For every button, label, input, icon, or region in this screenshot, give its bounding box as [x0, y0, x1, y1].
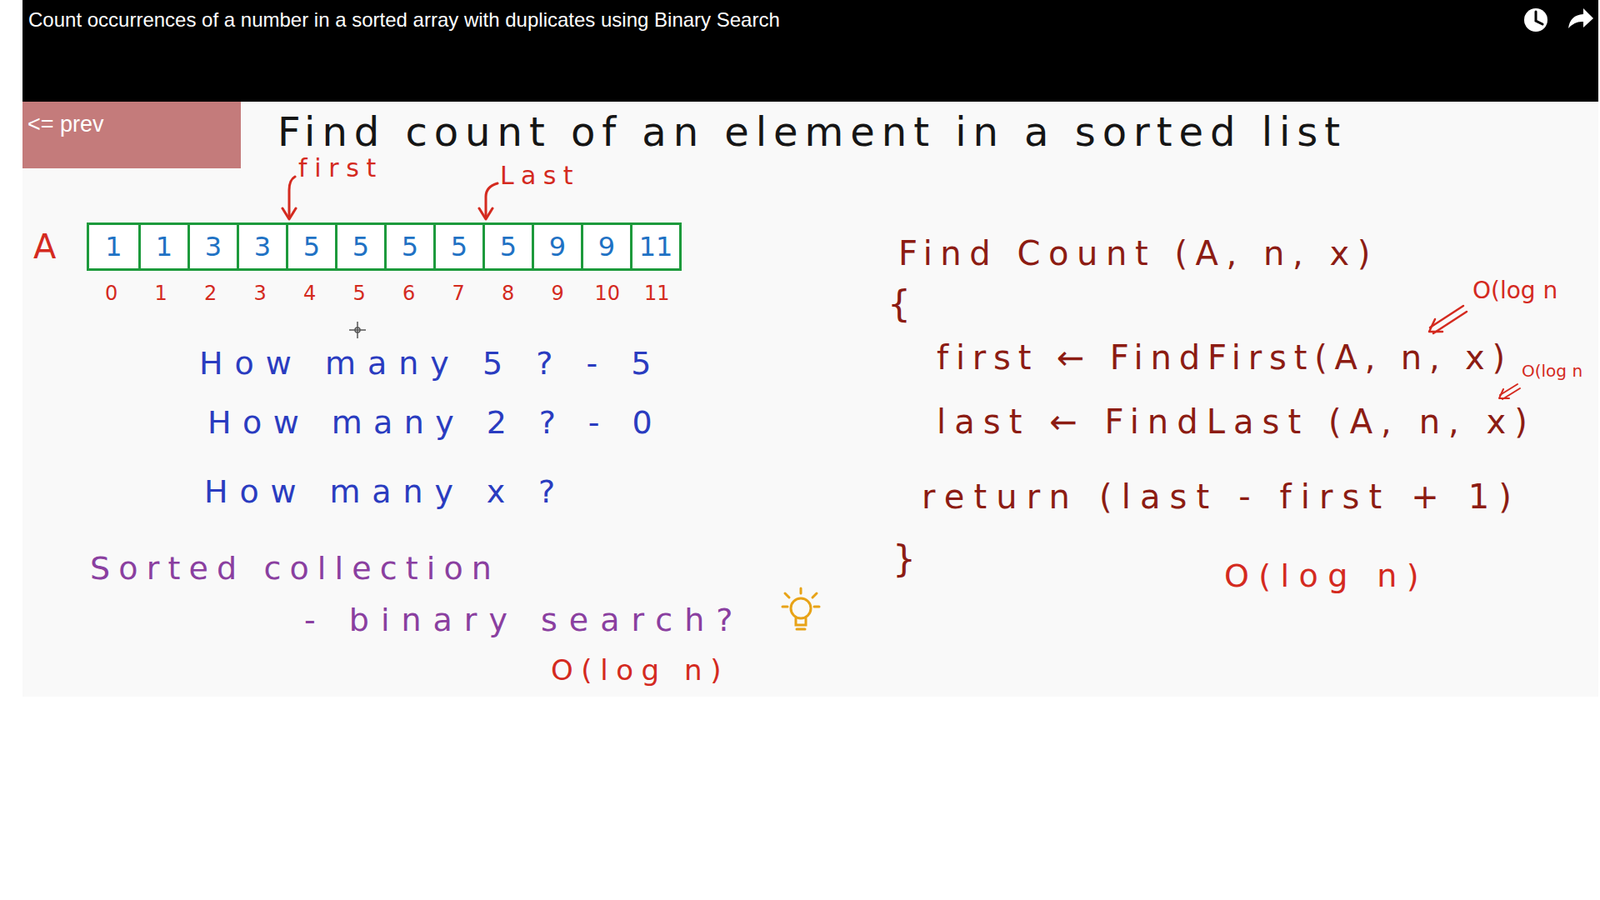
array-box: A1133555559911	[86, 222, 682, 271]
prev-button: <= prev	[22, 101, 241, 169]
cell-value: 5	[303, 230, 320, 263]
share-icon	[1568, 8, 1594, 29]
code-brace: {	[887, 283, 911, 326]
note-text: - binary search?	[304, 602, 745, 640]
array-cell: 1	[89, 225, 139, 269]
array-name: A	[33, 227, 56, 266]
array-cell: 3	[236, 225, 286, 269]
array-cell: 5	[482, 225, 532, 269]
code-line: last ← FindLast (A, n, x)	[936, 402, 1536, 441]
array-cell: 5	[433, 225, 483, 269]
index-number: 3	[254, 282, 267, 306]
cell-value: 5	[352, 230, 370, 263]
video-title: Count occurrences of a number in a sorte…	[28, 8, 780, 32]
index-number: 2	[204, 282, 217, 306]
index-number: 7	[452, 282, 465, 306]
complexity-note: O(log n	[1472, 277, 1558, 305]
code-brace: }	[892, 538, 916, 581]
code-line: first ← FindFirst(A, n, x)	[936, 338, 1513, 377]
array-cell: 9	[580, 225, 630, 269]
array-cell: 3	[187, 225, 237, 269]
note-text: Sorted collection	[90, 550, 500, 588]
heading: Find count of an element in a sorted lis…	[277, 109, 1347, 155]
code-line: return (last - first + 1)	[921, 477, 1521, 516]
array-cell: 11	[630, 225, 680, 269]
pointer-label: first	[298, 154, 384, 184]
array-cell: 9	[531, 225, 581, 269]
question-text: How many x ?	[204, 474, 567, 511]
cell-value: 11	[639, 230, 674, 263]
code-line: Find Count (A, n, x)	[898, 234, 1379, 273]
index-number: 10	[594, 282, 620, 306]
double-arrow	[1499, 384, 1520, 400]
index-number: 4	[303, 282, 316, 306]
index-number: 11	[644, 282, 670, 306]
clock-icon	[1524, 8, 1548, 32]
cell-value: 3	[254, 230, 271, 263]
question-text: How many 2 ? - 0	[207, 405, 664, 442]
complexity-note: O(log n)	[1224, 558, 1429, 595]
cell-value: 5	[401, 230, 419, 263]
array-cell: 5	[335, 225, 385, 269]
index-number: 6	[402, 282, 415, 306]
pointer-arrow	[479, 183, 498, 220]
cell-value: 9	[598, 230, 615, 263]
question-text: How many 5 ? - 5	[199, 345, 663, 383]
array-cell: 5	[285, 225, 335, 269]
index-number: 9	[551, 282, 565, 306]
pointer-arrow	[282, 176, 296, 220]
array-cell: 1	[138, 225, 188, 269]
complexity-note: O(log n	[1521, 361, 1583, 381]
cell-value: 1	[105, 230, 122, 263]
index-number: 0	[105, 282, 118, 306]
array-cell: 5	[384, 225, 434, 269]
button-label: <= prev	[27, 111, 236, 138]
cell-value: 1	[155, 230, 173, 263]
cell-value: 5	[450, 230, 468, 263]
pointer-label: Last	[500, 161, 580, 191]
index-number: 1	[155, 282, 168, 306]
cell-value: 5	[500, 230, 517, 263]
crosshair-cursor	[349, 321, 366, 339]
index-number: 5	[353, 282, 366, 306]
cell-value: 3	[205, 230, 222, 263]
index-number: 8	[501, 282, 515, 306]
complexity-note: O(log n)	[550, 654, 730, 687]
double-arrow	[1429, 305, 1467, 334]
cell-value: 9	[549, 230, 566, 263]
lightbulb-icon	[782, 588, 820, 630]
